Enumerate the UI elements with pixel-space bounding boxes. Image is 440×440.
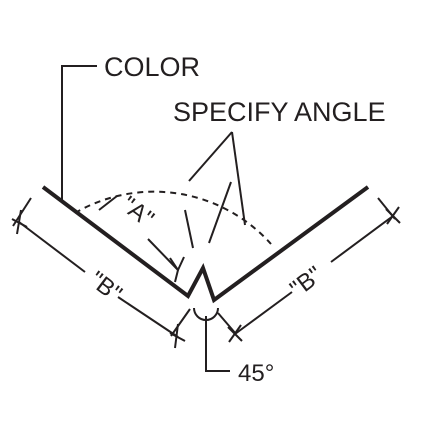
dim-b-left-label: "B" xyxy=(84,266,127,307)
color-leader xyxy=(61,65,97,200)
dim-b-right-line xyxy=(217,197,401,343)
dim-a-arrows xyxy=(98,195,185,283)
dim-b-left-line xyxy=(11,197,191,349)
dim-b-right-label: "B" xyxy=(285,261,328,302)
apex-extension-lines xyxy=(184,181,232,249)
specify-angle-label: SPECIFY ANGLE xyxy=(173,97,386,127)
hem-angle-leader xyxy=(193,307,230,372)
hem-angle-label: 45° xyxy=(238,360,274,387)
specify-angle-leaders xyxy=(188,131,246,226)
color-label: COLOR xyxy=(104,52,200,82)
dim-a-label: "A" xyxy=(116,191,159,232)
flashing-profile xyxy=(41,185,370,304)
